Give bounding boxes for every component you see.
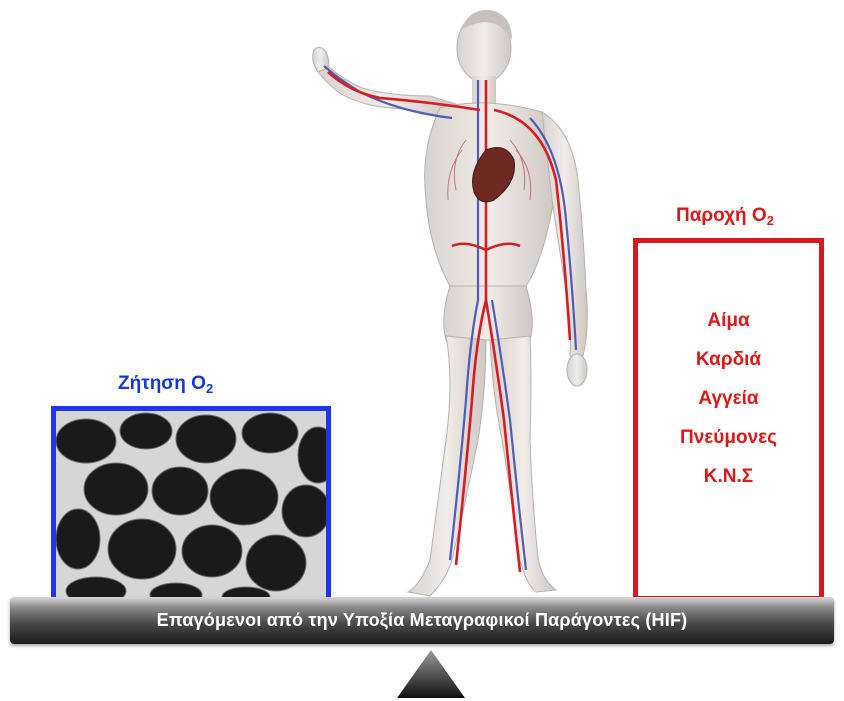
muscle-micrograph-icon — [56, 411, 326, 597]
supply-item-cns: Κ.Ν.Σ — [638, 457, 819, 496]
supply-item-blood: Αίμα — [638, 301, 819, 340]
supply-item-vessels: Αγγεία — [638, 379, 819, 418]
supply-title: Παροχή O2 — [676, 205, 774, 228]
balance-beam: Επαγόμενοι από την Υποξία Μεταγραφικοί Π… — [10, 597, 834, 644]
supply-item-heart: Καρδιά — [638, 340, 819, 379]
triangle-fulcrum-icon — [397, 650, 465, 698]
human-circulatory-system-icon — [280, 0, 620, 605]
supply-list: Αίμα Καρδιά Αγγεία Πνεύμονες Κ.Ν.Σ — [638, 301, 819, 496]
supply-item-lungs: Πνεύμονες — [638, 418, 819, 457]
demand-title: Ζήτηση O2 — [118, 373, 213, 396]
muscle-micrograph-image — [51, 406, 331, 602]
beam-label: Επαγόμενοι από την Υποξία Μεταγραφικοί Π… — [10, 597, 834, 644]
supply-box: Αίμα Καρδιά Αγγεία Πνεύμονες Κ.Ν.Σ — [633, 238, 824, 601]
